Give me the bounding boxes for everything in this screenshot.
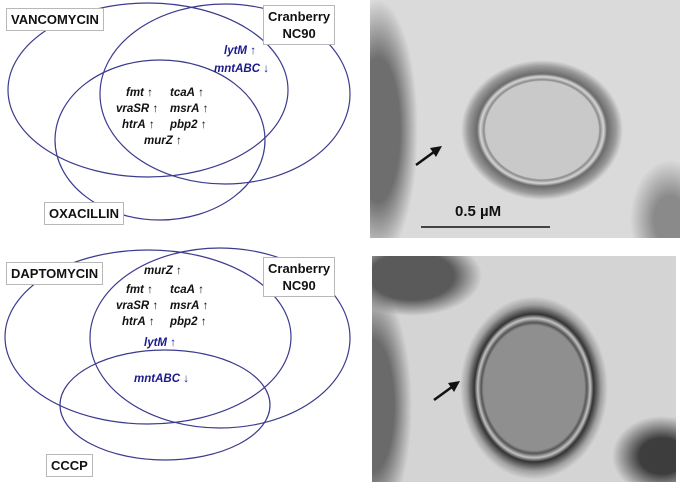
micrograph-bottom-overlay (433, 381, 460, 402)
label-cranberry-nc90-2: Cranberry NC90 (263, 257, 336, 297)
venn-rings-bottom (4, 247, 351, 461)
gene-mntabc: mntABC ↓ (214, 63, 269, 75)
ring-oxacillin (54, 59, 266, 221)
gene-fmt-2: fmt ↑ (126, 284, 153, 296)
gene-lytm-2: lytM ↑ (144, 337, 176, 349)
micrograph-top-overlay (415, 146, 550, 228)
label-cranberry-line2-2: NC90 (282, 278, 316, 293)
micrograph-top: 0.5 µM (370, 0, 680, 238)
label-cccp: CCCP (46, 454, 93, 477)
label-oxacillin: OXACILLIN (44, 202, 125, 225)
label-cranberry-line1: Cranberry (268, 9, 331, 24)
gene-mntabc-2: mntABC ↓ (134, 373, 189, 385)
gene-pbp2-2: pbp2 ↑ (170, 316, 207, 328)
gene-murz-2: murZ ↑ (144, 265, 182, 277)
gene-fmt: fmt ↑ (126, 87, 153, 99)
gene-htra: htrA ↑ (122, 119, 155, 131)
venn-diagram-bottom: DAPTOMYCIN Cranberry NC90 CCCP murZ ↑ fm… (0, 247, 362, 482)
gene-vrasr: vraSR ↑ (116, 103, 159, 115)
ring-vancomycin (7, 2, 289, 178)
micrograph-bottom (372, 256, 676, 482)
gene-pbp2: pbp2 ↑ (170, 119, 207, 131)
gene-tcaa-2: tcaA ↑ (170, 284, 204, 296)
label-vancomycin: VANCOMYCIN (6, 8, 104, 31)
gene-msra: msrA ↑ (170, 103, 209, 115)
ring-daptomycin (4, 249, 292, 425)
gene-htra-2: htrA ↑ (122, 316, 155, 328)
gene-tcaa: tcaA ↑ (170, 87, 204, 99)
venn-rings-top (7, 2, 351, 221)
gene-msra-2: msrA ↑ (170, 300, 209, 312)
arrow-head-bottom (448, 381, 460, 392)
ring-cranberry-2 (89, 247, 351, 429)
ring-cranberry (99, 3, 351, 185)
gene-murz: murZ ↑ (144, 135, 182, 147)
scale-bar-label: 0.5 µM (455, 203, 502, 220)
label-cranberry-line1-2: Cranberry (268, 261, 331, 276)
gene-vrasr-2: vraSR ↑ (116, 300, 159, 312)
arrow-head-top (430, 146, 442, 157)
ring-cccp (59, 349, 271, 461)
label-cranberry-line2: NC90 (282, 26, 316, 41)
label-daptomycin: DAPTOMYCIN (6, 262, 104, 285)
label-cranberry-nc90: Cranberry NC90 (263, 5, 336, 45)
gene-lytm: lytM ↑ (224, 45, 256, 57)
venn-diagram-top: VANCOMYCIN Cranberry NC90 OXACILLIN lytM… (0, 0, 362, 232)
